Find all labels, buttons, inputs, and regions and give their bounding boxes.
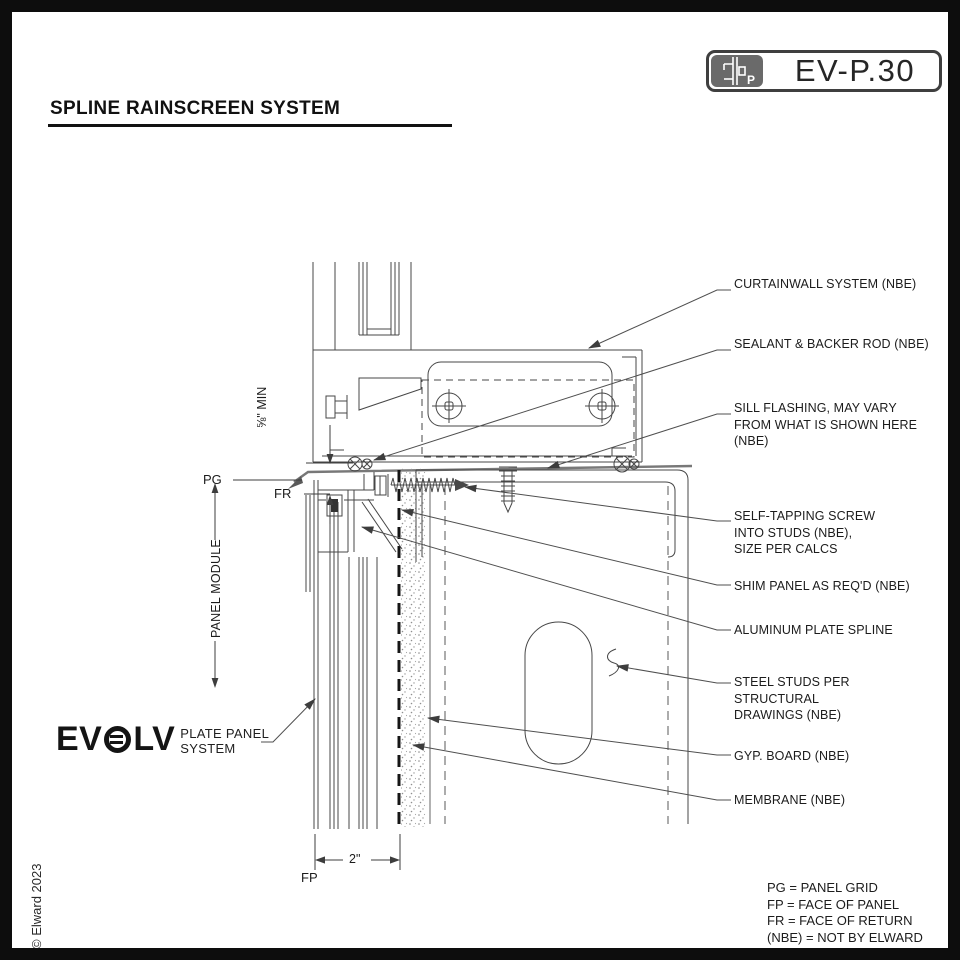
copyright-text: © Elward 2023: [29, 863, 44, 949]
callout-curtainwall: CURTAINWALL SYSTEM (NBE): [734, 277, 917, 291]
logo-tagline-line2: SYSTEM: [180, 741, 236, 756]
logo-ev: EV: [56, 720, 103, 758]
logo-tagline: PLATE PANEL SYSTEM: [180, 722, 269, 756]
callout-shim-panel: SHIM PANEL AS REQ'D (NBE): [734, 579, 910, 593]
page-title: SPLINE RAINSCREEN SYSTEM: [50, 98, 341, 119]
panel-section-icon: P: [711, 55, 763, 87]
legend-fp: FP = FACE OF PANEL: [767, 896, 900, 912]
abbreviation-legend: PG = PANEL GRID FP = FACE OF PANEL FR = …: [767, 880, 923, 946]
evolv-logo: EV LV PLATE PANEL SYSTEM: [56, 722, 269, 756]
label-fr: FR: [274, 486, 292, 501]
detail-drawing: [211, 262, 731, 870]
sill-flashing: [288, 464, 693, 489]
sheet-code: EV-P.30: [794, 53, 916, 88]
callout-gyp-board: GYP. BOARD (NBE): [734, 749, 850, 763]
callout-aluminum-plate-spline: ALUMINUM PLATE SPLINE: [734, 623, 893, 637]
callout-sill-flashing: SILL FLASHING, MAY VARY FROM WHAT IS SHO…: [734, 401, 918, 448]
callout-self-tapping-screw: SELF-TAPPING SCREW INTO STUDS (NBE), SIZ…: [734, 509, 876, 556]
curtainwall-mullion: [312, 262, 643, 463]
legend-fr: FR = FACE OF RETURN: [767, 913, 913, 928]
logo-lv: LV: [133, 720, 176, 758]
plate-panel: [305, 472, 403, 829]
label-pg: PG: [203, 472, 222, 487]
legend-pg: PG = PANEL GRID: [767, 880, 878, 895]
svg-text:P: P: [747, 73, 755, 87]
legend-nbe: (NBE) = NOT BY ELWARD: [767, 929, 923, 945]
sealant-symbols: [347, 455, 640, 473]
stud-track: [415, 469, 689, 824]
vertical-screw: [499, 466, 517, 514]
title-underline: [48, 124, 452, 127]
membrane-gyp: [397, 468, 431, 827]
sheet-code-badge: P EV-P.30: [706, 50, 942, 92]
dim-panel-depth: 2": [349, 852, 361, 866]
dim-min-gap: ⅝" MIN: [255, 386, 269, 428]
dim-panel-module: PANEL MODULE: [209, 539, 223, 638]
callout-sealant: SEALANT & BACKER ROD (NBE): [734, 337, 929, 351]
label-fp: FP: [301, 870, 318, 885]
leader-lines: [261, 289, 731, 801]
callout-membrane: MEMBRANE (NBE): [734, 793, 846, 807]
logo-o-icon: [104, 726, 132, 753]
logo-tagline-line1: PLATE PANEL: [180, 726, 270, 741]
dimension-lines: [211, 425, 401, 870]
callout-steel-studs: STEEL STUDS PER STRUCTURAL DRAWINGS (NBE…: [734, 675, 850, 722]
